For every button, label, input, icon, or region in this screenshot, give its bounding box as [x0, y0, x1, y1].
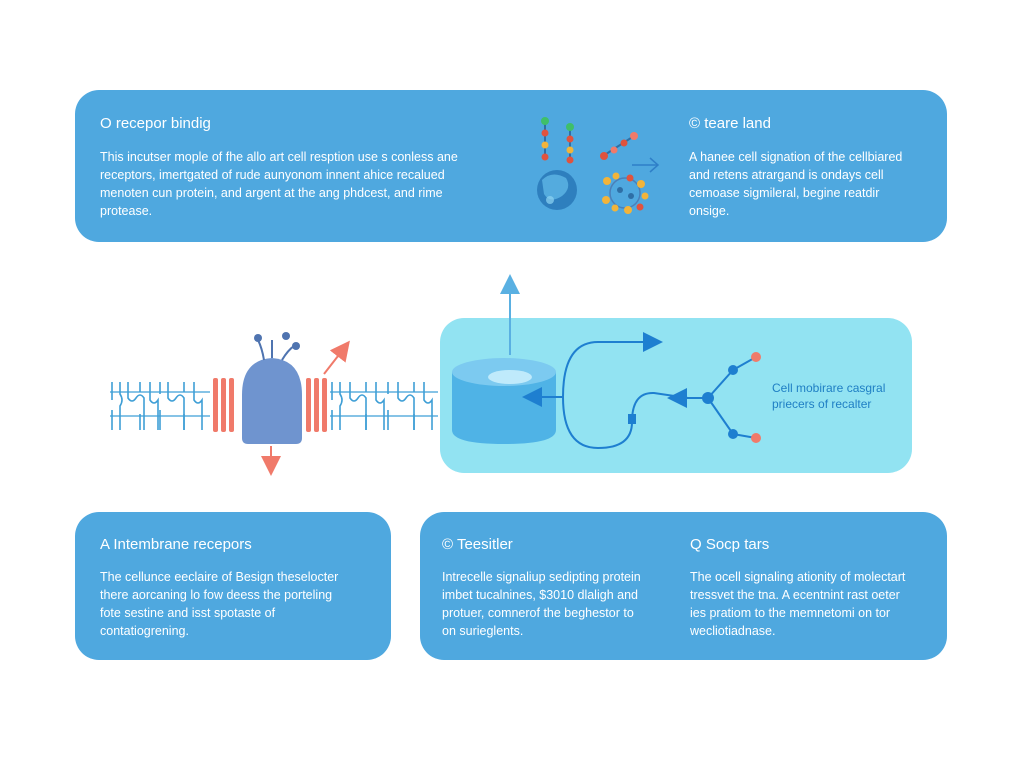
- lipid-bilayer: [110, 382, 438, 430]
- text-line: imbet tucalnines, $3010 dlaligh and: [442, 588, 638, 602]
- text-line: protuer, comnerof the beghestor to: [442, 606, 634, 620]
- text-line: The cellunce eeclaire of Besign theseloc…: [100, 570, 339, 584]
- cascade-label: Cell mobirare casgral priecers of recalt…: [772, 380, 885, 412]
- teare-land-title: © teare land: [689, 115, 771, 132]
- text-line: tressvet the tna. A ecentnint rast oeter: [690, 588, 900, 602]
- text-line: The ocell signaling ationity of molectar…: [690, 570, 906, 584]
- card-title: © Teesitler: [442, 536, 513, 553]
- receptor-binding-text: This incutser mople of fhe allo art cell…: [100, 148, 520, 220]
- receptor-binding-title: O recepor bindig: [100, 115, 211, 132]
- card-text: The cellunce eeclaire of Besign theseloc…: [100, 568, 338, 640]
- bottom-card-teesitler: © Teesitler Intrecelle signaliup sedipti…: [420, 512, 947, 660]
- text-line: on surieglents.: [442, 624, 524, 638]
- card-text: The ocell signaling ationity of molectar…: [690, 568, 905, 640]
- text-line: cemoase sigmileral, begine reatdir: [689, 186, 880, 200]
- text-line: receptors, imertgated of rude aunyonom i…: [100, 168, 445, 182]
- teare-land-text: A hanee cell signation of the cellbiared…: [689, 148, 929, 220]
- bottom-card-intembrane: A Intembrane recepors The cellunce eecla…: [75, 512, 391, 660]
- text-line: onsige.: [689, 204, 730, 218]
- text-line: there aorcaning lo fow deess the porteli…: [100, 588, 333, 602]
- card-text: Intrecelle signaliup sedipting protein i…: [442, 568, 641, 640]
- text-line: priecers of recalter: [772, 397, 872, 411]
- text-line: A hanee cell signation of the cellbiared: [689, 150, 903, 164]
- red-arrow-up-icon: [323, 340, 350, 375]
- top-info-card: O recepor bindig This incutser mople of …: [75, 90, 947, 242]
- text-line: and retens atrargand is ondays cell: [689, 168, 884, 182]
- card-title: A Intembrane recepors: [100, 536, 252, 553]
- text-line: wecliotiadnase.: [690, 624, 776, 638]
- text-line: fote sestine and isst spotaste of: [100, 606, 276, 620]
- text-line: Intrecelle signaliup sedipting protein: [442, 570, 641, 584]
- text-line: Cell mobirare casgral: [772, 381, 886, 395]
- text-line: This incutser mople of fhe allo art cell…: [100, 150, 458, 164]
- card-title: Q Socp tars: [690, 536, 770, 553]
- text-line: ies pratiom to the memnetomi on tor: [690, 606, 891, 620]
- receptor-protein: [242, 332, 302, 444]
- text-line: contatiogrening.: [100, 624, 189, 638]
- ion-channel-left: [213, 378, 234, 432]
- text-line: protease.: [100, 204, 153, 218]
- text-line: menoten cun protein, and argent at the a…: [100, 186, 443, 200]
- ion-channel-right: [306, 378, 327, 432]
